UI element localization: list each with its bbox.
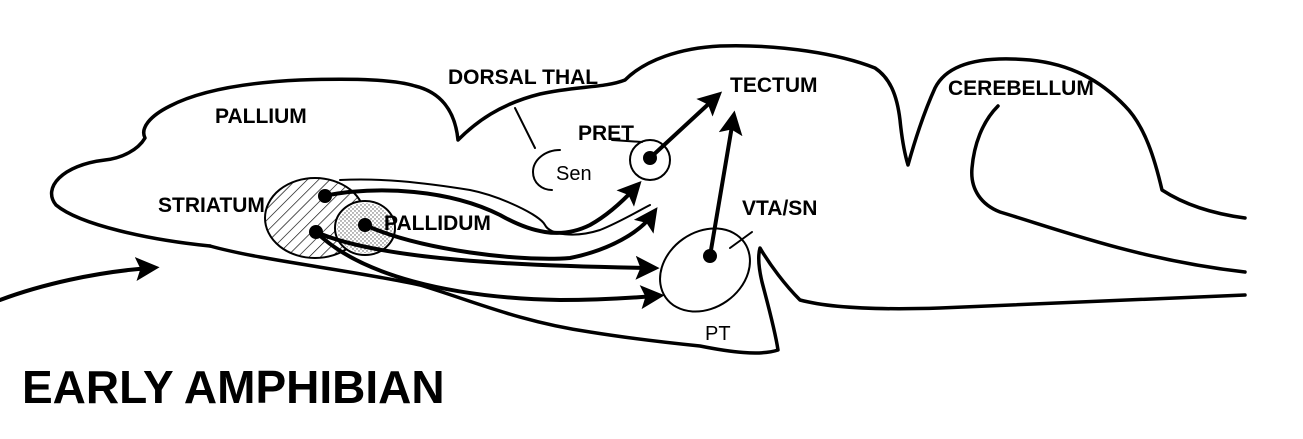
cerebellum-inner-contour [970,104,1247,274]
vta-leader [729,231,753,249]
arrow-vta-to-tectum [708,110,743,258]
label-cerebellum: CEREBELLUM [948,77,1094,100]
label-pallium: PALLIUM [215,105,307,128]
striatum-neuron-dot-upper [318,189,332,203]
label-vta-sn: VTA/SN [742,197,817,220]
sen-nucleus-arc [531,149,561,191]
arrow-striatum-to-pt [314,230,665,310]
pret-leader [611,139,643,143]
label-sen: Sen [556,163,592,185]
label-striatum: STRIATUM [158,194,265,217]
input-arrow [0,257,160,302]
label-pallidum: PALLIDUM [384,212,491,235]
brain-outline-upper [49,43,1247,248]
arrow-pret-to-tectum [648,91,723,160]
label-pret: PRET [578,122,634,145]
label-dorsal-thal: DORSAL THAL [448,66,598,89]
pallium-fold [339,178,651,236]
arrow-striatum-to-vta [314,230,660,280]
label-tectum: TECTUM [730,74,818,97]
arrow-striatum-to-pret [321,180,642,235]
pret-neuron-dot [643,151,657,165]
vta-neuron-dot [703,249,717,263]
arrow-pallidum-to-pret [363,207,658,261]
pallidum-neuron-dot [358,218,372,232]
label-pt: PT [705,323,731,345]
striatum-neuron-dot-lower [309,225,323,239]
dorsal-thal-leader [514,107,536,149]
brain-outline-lower [208,244,1247,355]
diagram-title: EARLY AMPHIBIAN [22,361,445,413]
vta-sn-region [659,227,751,313]
